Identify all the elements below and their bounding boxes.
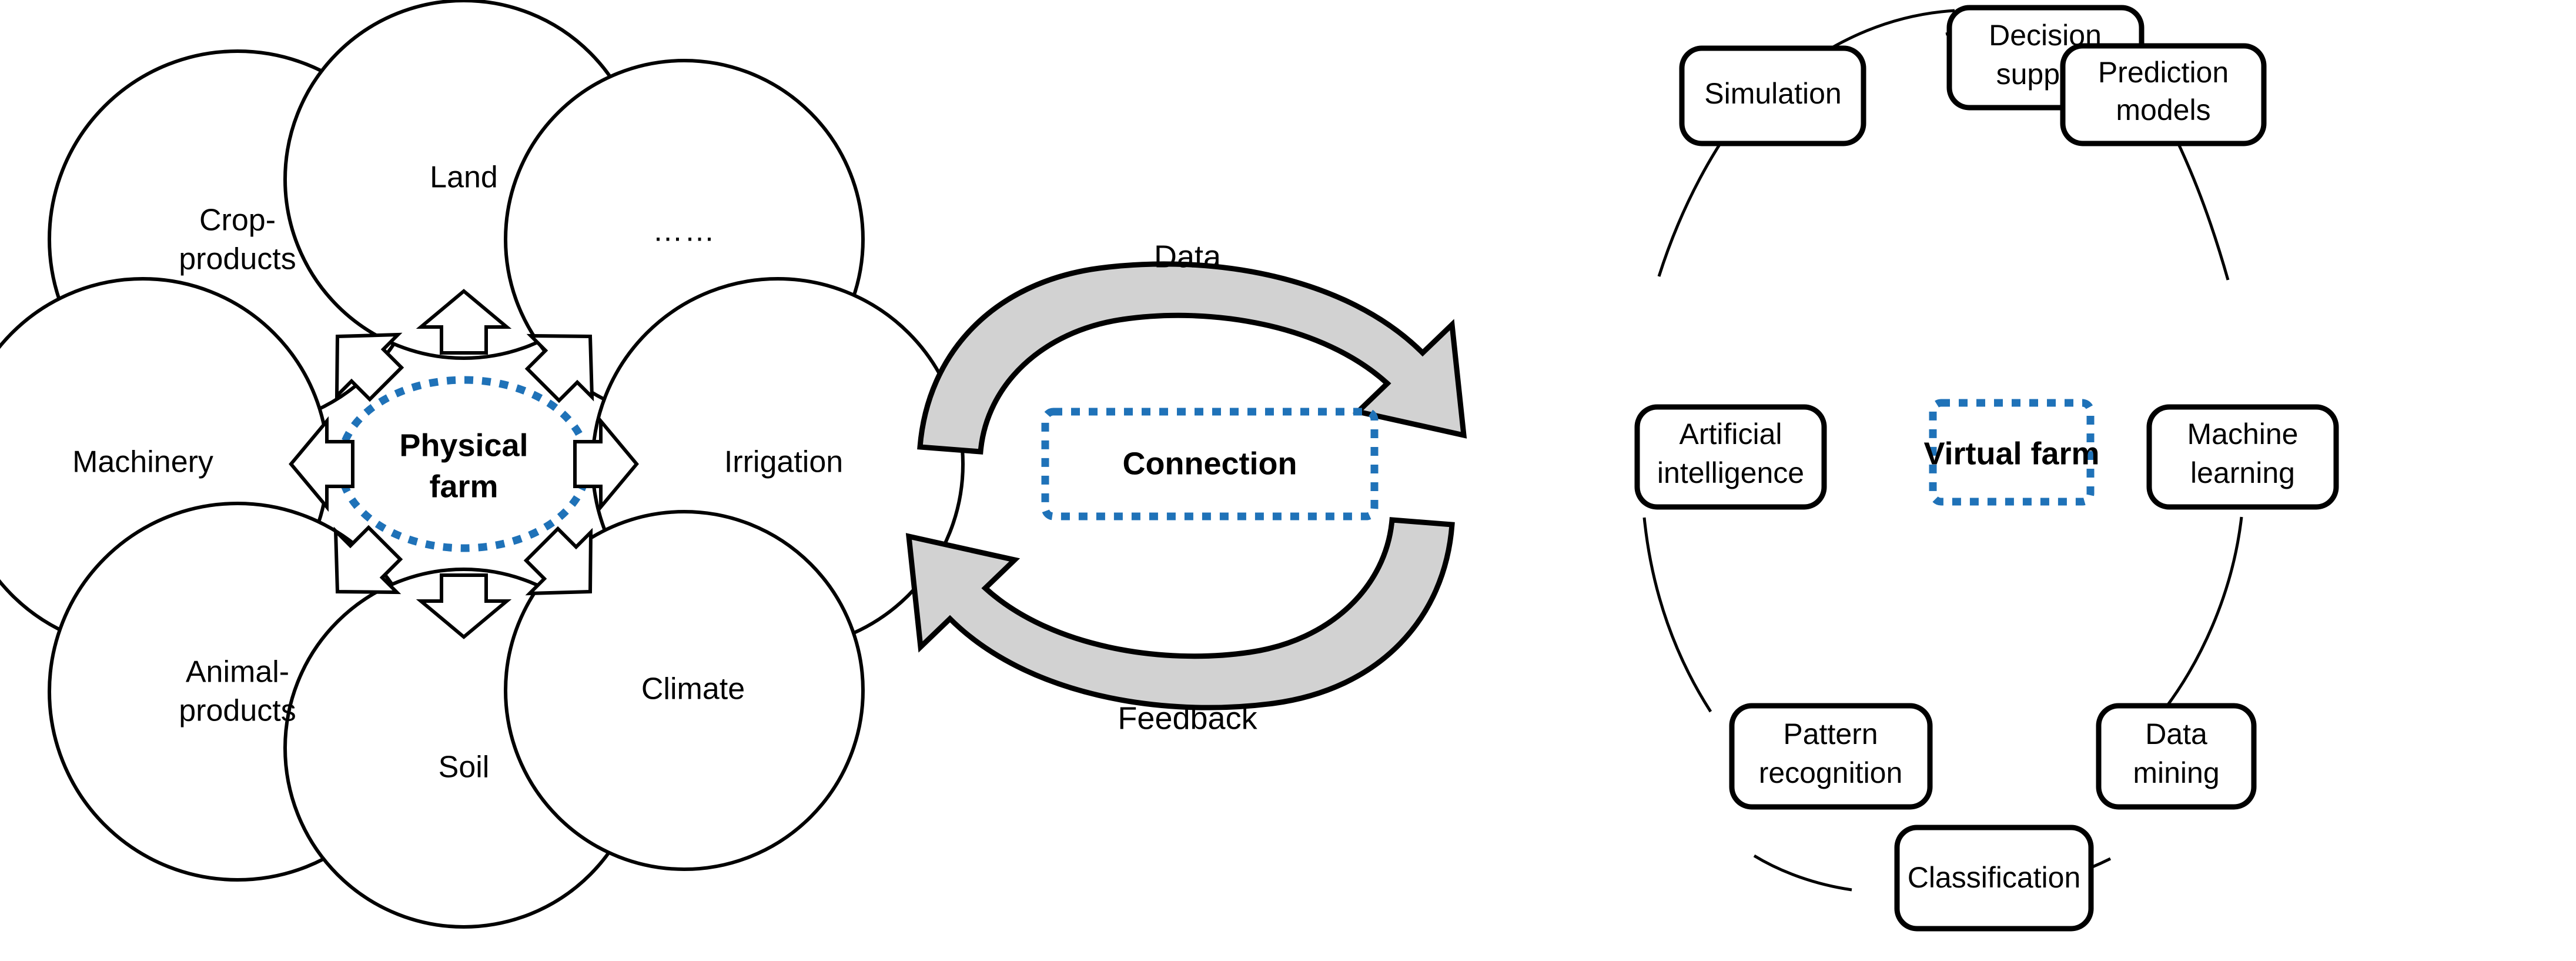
node-label-climate: Climate — [641, 672, 745, 706]
node-label-artificial-intelligence-line2: intelligence — [1657, 456, 1804, 489]
data-flow-arrow — [917, 261, 1467, 455]
physical-farm-center-label-line2: farm — [429, 469, 498, 504]
feedback-flow-arrow — [905, 517, 1455, 710]
arrow-bottom — [416, 573, 512, 639]
arrow-bottom-left — [333, 525, 403, 595]
node-label-pattern-recognition-line1: Pattern — [1783, 718, 1878, 750]
virtual-farm-center-label: Virtual farm — [1923, 436, 2099, 471]
physical-farm-cluster: Crop- products Land …… Machinery Irrigat… — [0, 0, 965, 929]
node-label-data-mining-line1: Data — [2145, 718, 2207, 750]
node-label-prediction-models-line2: models — [2116, 94, 2210, 126]
node-label-data-mining-line2: mining — [2133, 756, 2219, 789]
node-box-classification[interactable] — [1894, 825, 2094, 932]
connection-center-outline — [1041, 408, 1379, 520]
node-label-crop-products-line2: products — [179, 242, 296, 276]
virtual-farm-cluster: Decision support Prediction models Machi… — [1634, 5, 2339, 932]
node-box-machine-learning[interactable] — [2146, 404, 2339, 510]
virtual-farm-center-outline — [1929, 399, 2095, 506]
node-label-machine-learning-line1: Machine — [2187, 418, 2299, 451]
data-flow-label: Data — [1154, 239, 1222, 274]
feedback-flow-label: Feedback — [1118, 700, 1257, 736]
node-label-irrigation: Irrigation — [724, 445, 843, 479]
node-box-data-mining[interactable] — [2096, 703, 2257, 810]
node-label-artificial-intelligence-line1: Artificial — [1679, 418, 1782, 451]
node-label-soil: Soil — [439, 750, 490, 785]
link-simulation-decision-support — [1817, 9, 1955, 58]
arrow-bottom-right — [523, 526, 593, 596]
node-label-prediction-models-line1: Prediction — [2098, 56, 2229, 89]
node-label-simulation: Simulation — [1704, 77, 1841, 110]
arrow-top-left — [334, 332, 404, 402]
node-label-classification: Classification — [1908, 861, 2081, 894]
physical-farm-center-label-line1: Physical — [399, 428, 528, 463]
node-label-machine-learning-line2: learning — [2190, 456, 2295, 489]
connection-center-label: Connection — [1123, 446, 1297, 481]
node-label-animal-products-line1: Animal- — [186, 655, 289, 689]
arrow-right — [573, 416, 639, 512]
node-label-land: Land — [430, 161, 498, 195]
node-box-artificial-intelligence[interactable] — [1634, 404, 1827, 510]
link-machine-learning-data-mining — [2159, 516, 2243, 716]
node-label-crop-products-line1: Crop- — [199, 203, 276, 238]
node-box-pattern-recognition[interactable] — [1729, 703, 1933, 810]
node-box-simulation[interactable] — [1679, 45, 1866, 146]
link-pattern-recognition-artificial-intelligence — [1642, 517, 1712, 713]
node-box-prediction-models[interactable] — [2060, 43, 2267, 146]
connection-cluster: Connection Data Feedback — [905, 239, 1467, 736]
physical-farm-center-outline — [336, 376, 591, 552]
node-label-machinery: Machinery — [72, 445, 213, 479]
link-classification-pattern-recognition — [1753, 854, 1852, 892]
node-label-ellipsis: …… — [653, 214, 716, 248]
arrow-top — [416, 289, 512, 355]
node-label-animal-products-line2: products — [179, 694, 296, 728]
node-circle-climate[interactable] — [504, 510, 865, 871]
node-label-pattern-recognition-line2: recognition — [1759, 756, 1903, 789]
arrow-top-right — [524, 333, 594, 403]
arrow-left — [289, 416, 354, 512]
